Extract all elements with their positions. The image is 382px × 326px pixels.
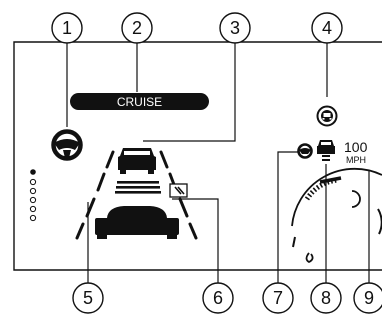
callout-label: 7: [273, 288, 283, 308]
callout-5: 5: [73, 283, 103, 313]
leader-lines: [67, 43, 369, 283]
callout-label: 6: [213, 288, 223, 308]
callout-4: 4: [312, 13, 342, 43]
cruise-label: CRUISE: [117, 95, 162, 109]
callout-3: 3: [220, 13, 250, 43]
callout-9: 9: [354, 283, 382, 313]
lead-vehicle-icon: [118, 148, 156, 174]
callout-7: 7: [263, 283, 293, 313]
small-steering-wheel-icon: [299, 145, 312, 158]
callout-label: 5: [83, 288, 93, 308]
callout-2: 2: [122, 13, 152, 43]
steering-wheel-icon: [54, 132, 81, 159]
callout-label: 1: [62, 18, 72, 38]
callout-label: 9: [364, 288, 374, 308]
callout-label: 3: [230, 18, 240, 38]
callout-label: 4: [322, 18, 332, 38]
following-distance-icon: [170, 184, 187, 197]
set-speed-value: 100: [344, 139, 368, 155]
callout-8: 8: [311, 283, 341, 313]
callout-6: 6: [203, 283, 233, 313]
own-vehicle-icon: [95, 206, 179, 239]
set-speed-unit: MPH: [346, 155, 366, 165]
page-indicator-dots: [30, 169, 36, 220]
following-distance-bars: [115, 181, 161, 194]
callout-label: 2: [132, 18, 142, 38]
callout-label: 8: [321, 288, 331, 308]
callout-1: 1: [52, 13, 82, 43]
small-car-icon: [317, 140, 335, 161]
vehicle-sensor-icon: [318, 107, 337, 126]
cruise-indicator: CRUISE: [70, 93, 209, 110]
